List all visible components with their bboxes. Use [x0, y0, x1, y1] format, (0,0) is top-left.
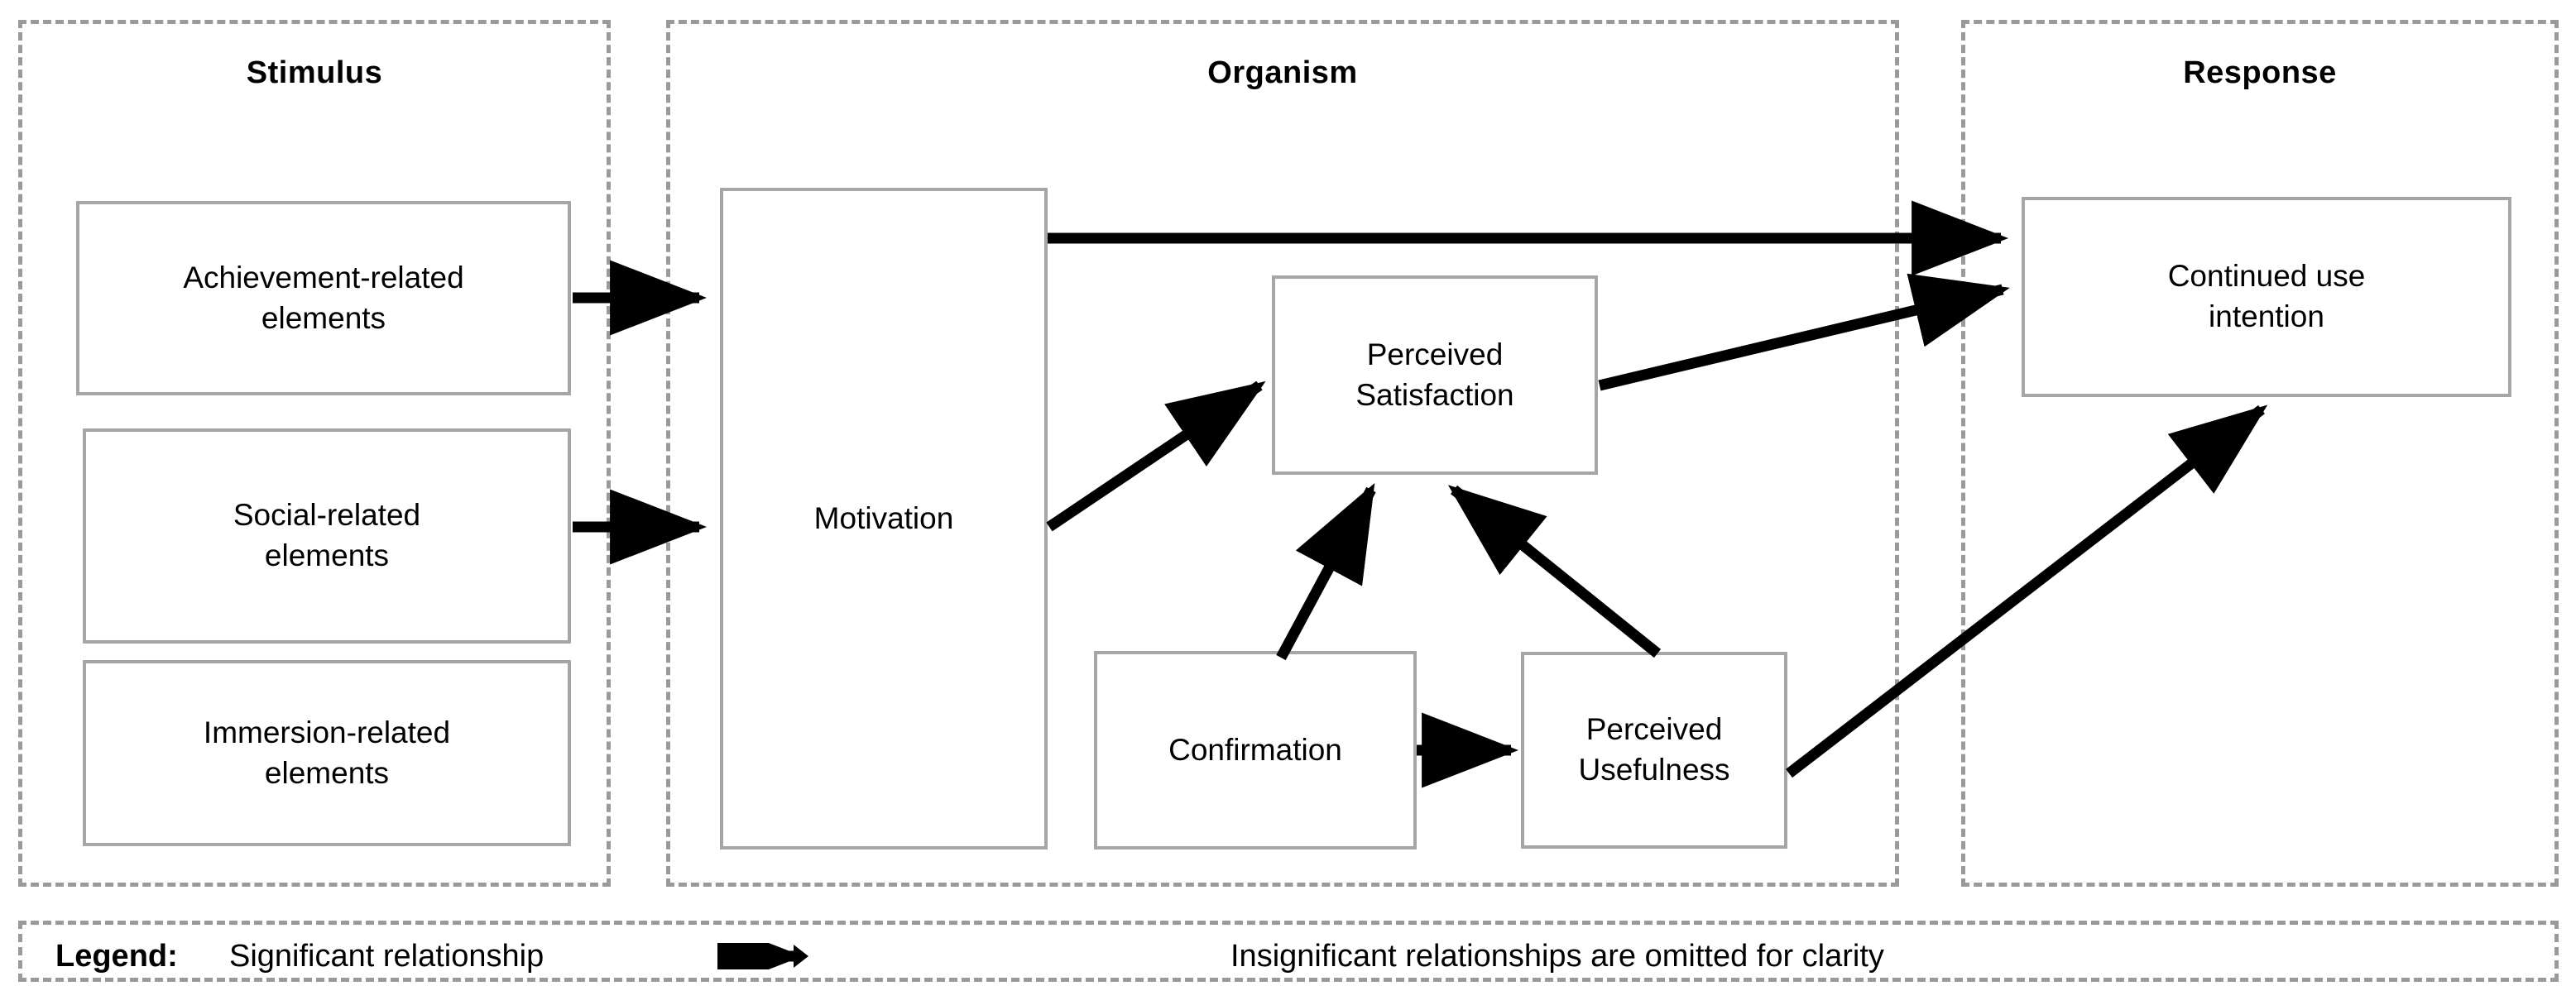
node-motivation-line1: Motivation: [813, 500, 954, 535]
legend-label: Legend:: [55, 939, 178, 974]
node-perceived-usefulness-line2: Usefulness: [1578, 753, 1730, 787]
panel-stimulus: Stimulus: [18, 20, 611, 887]
node-immersion-line2: elements: [264, 755, 390, 790]
node-perceived-satisfaction-line1: Perceived: [1366, 337, 1504, 371]
panel-organism-title: Organism: [1207, 55, 1358, 90]
panel-stimulus-title: Stimulus: [246, 55, 383, 90]
node-perceived-satisfaction[interactable]: Perceived Satisfaction: [1272, 275, 1598, 475]
node-immersion-line1: Immersion-related: [203, 715, 451, 749]
node-achievement-line2: elements: [261, 300, 386, 335]
node-motivation[interactable]: Motivation: [720, 188, 1048, 849]
node-perceived-usefulness[interactable]: Perceived Usefulness: [1521, 652, 1787, 849]
node-confirmation-line1: Confirmation: [1168, 732, 1342, 767]
node-continued-use-line1: Continued use: [2167, 259, 2366, 294]
node-confirmation[interactable]: Confirmation: [1094, 651, 1417, 849]
node-immersion-related-elements[interactable]: Immersion-related elements: [83, 660, 571, 846]
node-continued-use-line2: intention: [2209, 299, 2324, 333]
node-social-line1: Social-related: [233, 498, 421, 533]
node-perceived-usefulness-line1: Perceived: [1585, 712, 1723, 747]
legend-significant-relationship-text: Significant relationship: [229, 939, 544, 974]
legend-note-text: Insignificant relationships are omitted …: [1230, 939, 1884, 974]
node-achievement-related-elements[interactable]: Achievement-related elements: [76, 201, 571, 395]
panel-response: Response: [1961, 20, 2559, 887]
legend-arrow-icon: [706, 918, 808, 994]
node-social-related-elements[interactable]: Social-related elements: [83, 428, 571, 644]
legend: Legend: Significant relationship Insigni…: [18, 918, 2559, 994]
node-continued-use-intention[interactable]: Continued use intention: [2022, 197, 2511, 397]
panel-response-title: Response: [2183, 55, 2337, 90]
node-achievement-line1: Achievement-related: [183, 260, 464, 294]
node-perceived-satisfaction-line2: Satisfaction: [1355, 377, 1514, 412]
node-social-line2: elements: [264, 538, 390, 572]
